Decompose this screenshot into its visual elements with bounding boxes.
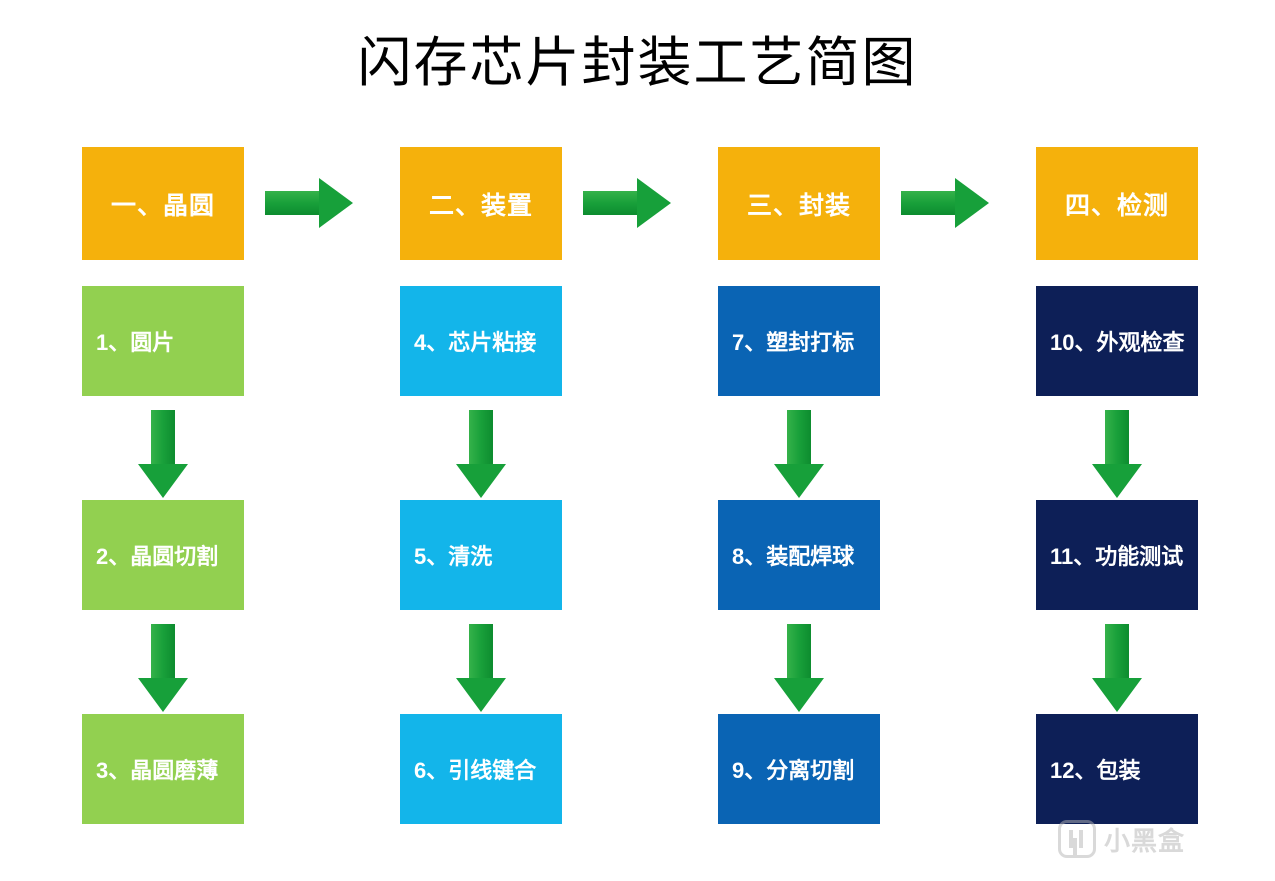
arrow-head bbox=[138, 464, 188, 498]
page-title: 闪存芯片封装工艺简图 bbox=[357, 33, 918, 93]
arrow-shaft bbox=[1105, 410, 1129, 466]
stage-header-2: 二、装置 bbox=[400, 147, 562, 260]
arrow-shaft bbox=[469, 410, 493, 466]
step-box-11: 11、功能测试 bbox=[1036, 500, 1198, 610]
arrow-head bbox=[1092, 464, 1142, 498]
arrow-head bbox=[138, 678, 188, 712]
arrow-down-icon-2-2 bbox=[456, 624, 506, 714]
watermark-text: 小黑盒 bbox=[1104, 825, 1186, 856]
step-box-2: 2、晶圆切割 bbox=[82, 500, 244, 610]
arrow-right-icon-1 bbox=[265, 178, 355, 228]
arrow-shaft bbox=[469, 624, 493, 680]
arrow-right-icon-2 bbox=[583, 178, 673, 228]
step-box-9: 9、分离切割 bbox=[718, 714, 880, 824]
watermark: 小黑盒 bbox=[1058, 820, 1185, 858]
step-box-7: 7、塑封打标 bbox=[718, 286, 880, 396]
stage-header-3: 三、封装 bbox=[718, 147, 880, 260]
step-box-3: 3、晶圆磨薄 bbox=[82, 714, 244, 824]
arrow-down-icon-3-2 bbox=[774, 624, 824, 714]
arrow-shaft bbox=[787, 410, 811, 466]
arrow-shaft bbox=[1105, 624, 1129, 680]
arrow-shaft bbox=[787, 624, 811, 680]
arrow-head bbox=[774, 678, 824, 712]
arrow-shaft bbox=[151, 624, 175, 680]
arrow-down-icon-4-2 bbox=[1092, 624, 1142, 714]
step-box-12: 12、包装 bbox=[1036, 714, 1198, 824]
stage-header-4: 四、检测 bbox=[1036, 147, 1198, 260]
arrow-shaft bbox=[901, 191, 957, 215]
arrow-head bbox=[1092, 678, 1142, 712]
arrow-head bbox=[456, 678, 506, 712]
arrow-head bbox=[456, 464, 506, 498]
step-box-8: 8、装配焊球 bbox=[718, 500, 880, 610]
arrow-down-icon-3-1 bbox=[774, 410, 824, 500]
arrow-head bbox=[955, 178, 989, 228]
arrow-down-icon-4-1 bbox=[1092, 410, 1142, 500]
step-box-4: 4、芯片粘接 bbox=[400, 286, 562, 396]
arrow-shaft bbox=[265, 191, 321, 215]
arrow-head bbox=[774, 464, 824, 498]
arrow-down-icon-2-1 bbox=[456, 410, 506, 500]
heybox-logo-icon bbox=[1058, 820, 1096, 858]
stage-header-1: 一、晶圆 bbox=[82, 147, 244, 260]
arrow-right-icon-3 bbox=[901, 178, 991, 228]
step-box-5: 5、清洗 bbox=[400, 500, 562, 610]
arrow-down-icon-1-1 bbox=[138, 410, 188, 500]
arrow-shaft bbox=[583, 191, 639, 215]
arrow-head bbox=[637, 178, 671, 228]
step-box-6: 6、引线键合 bbox=[400, 714, 562, 824]
step-box-10: 10、外观检查 bbox=[1036, 286, 1198, 396]
arrow-down-icon-1-2 bbox=[138, 624, 188, 714]
arrow-head bbox=[319, 178, 353, 228]
step-box-1: 1、圆片 bbox=[82, 286, 244, 396]
arrow-shaft bbox=[151, 410, 175, 466]
